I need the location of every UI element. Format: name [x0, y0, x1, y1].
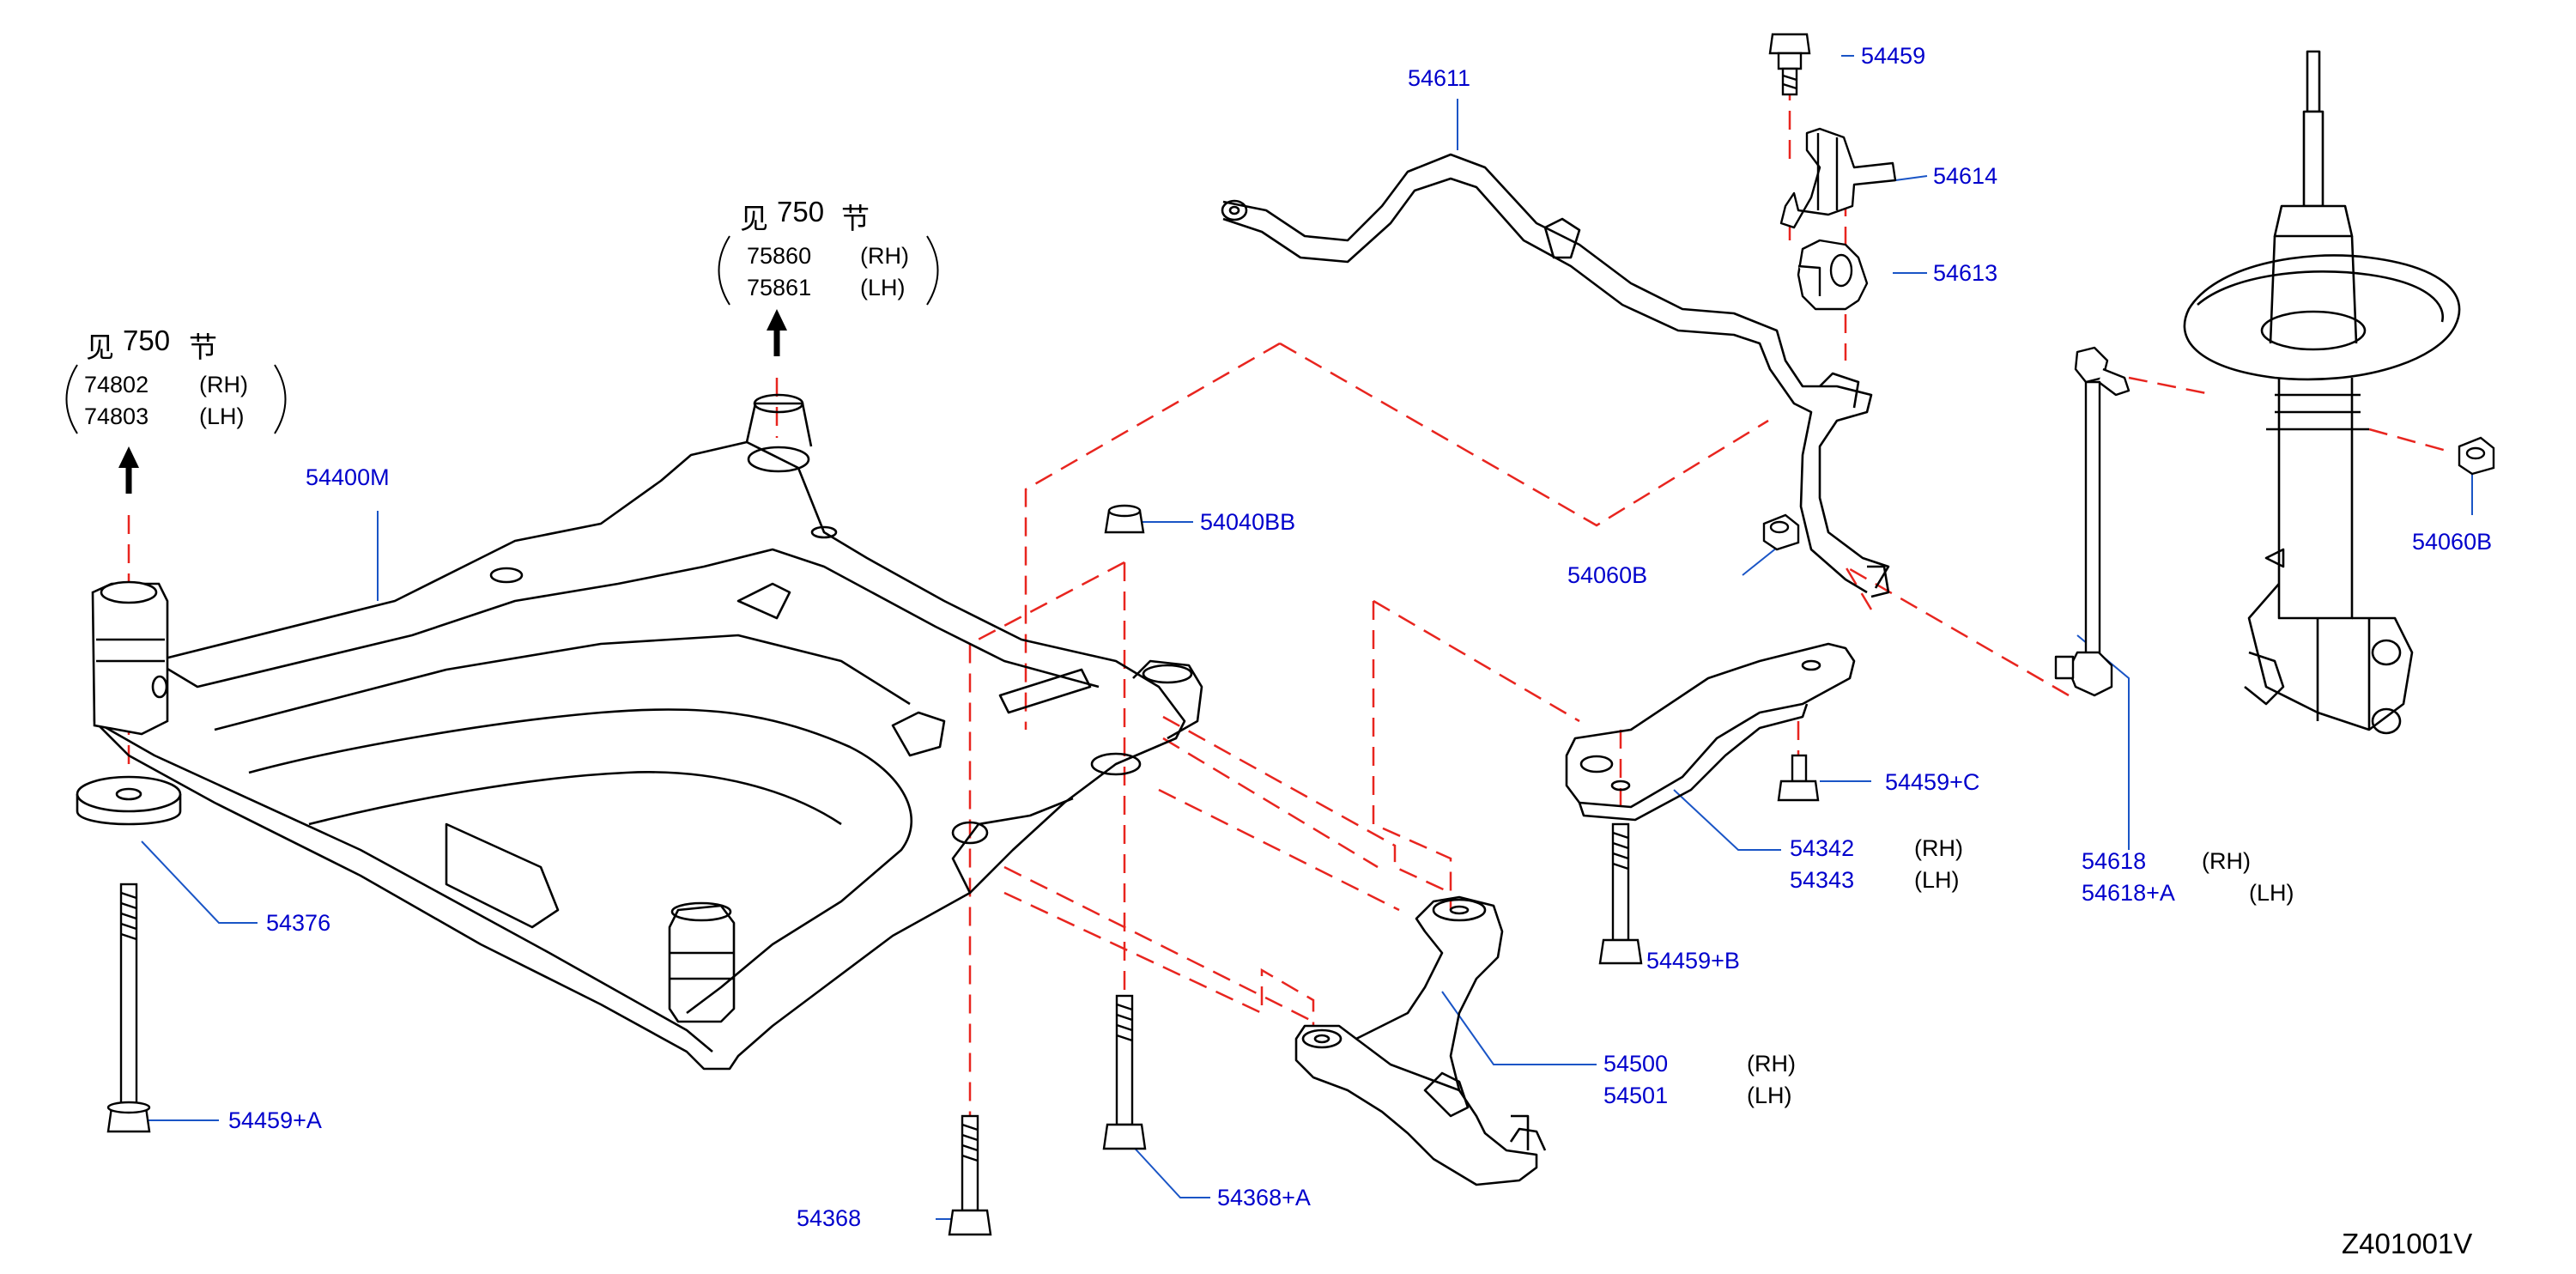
stabilizer-bar-54611 [1221, 153, 1890, 598]
ref-part-code: 75861 [747, 275, 812, 300]
callout-54040BB[interactable]: 54040BB [1200, 509, 1296, 535]
lower-arm-54500 [1294, 895, 1547, 1186]
ref-part-side: (RH) [199, 372, 248, 397]
callout-54459C[interactable]: 54459+C [1885, 769, 1980, 795]
washer-54376 [76, 775, 182, 826]
callout-54368A[interactable]: 54368+A [1217, 1185, 1311, 1210]
leader-lines [129, 55, 2473, 1220]
nut-54060B-right [2458, 436, 2495, 476]
ref-prefix: 见 [740, 203, 768, 234]
bushing-54613 [1797, 239, 1869, 311]
callout-54618[interactable]: 54618 [2082, 848, 2147, 874]
ref-part-code: 75860 [747, 243, 812, 269]
side-rh: (RH) [1747, 1051, 1796, 1077]
side-rh: (RH) [1914, 835, 1963, 861]
bracket-54614 [1779, 127, 1897, 229]
ref-brackets [65, 235, 939, 434]
callout-54500[interactable]: 54500 [1603, 1051, 1669, 1077]
side-rh: (RH) [2202, 848, 2251, 874]
ref-prefix: 见 [86, 331, 114, 363]
diagram-code: Z401001V [2342, 1228, 2473, 1259]
ref-part-side: (RH) [860, 243, 909, 269]
callout-54611[interactable]: 54611 [1408, 65, 1471, 91]
callout-54342[interactable]: 54342 [1790, 835, 1855, 861]
ref-part-side: (LH) [860, 275, 906, 300]
callout-54614[interactable]: 54614 [1933, 163, 1998, 189]
bolt-54368 [948, 1114, 992, 1236]
ref-suffix: 节 [841, 203, 870, 234]
ref-part-code: 74803 [84, 403, 149, 429]
ref-part-code: 74802 [84, 372, 149, 397]
ref-section-number: 750 [777, 196, 825, 228]
callout-54459B[interactable]: 54459+B [1646, 948, 1740, 974]
callout-54400M[interactable]: 54400M [306, 464, 390, 490]
ref-suffix: 节 [189, 331, 217, 363]
bolt-54368A [1102, 994, 1147, 1150]
side-lh: (LH) [1914, 867, 1960, 893]
callout-54060B-right[interactable]: 54060B [2412, 529, 2493, 555]
side-lh: (LH) [1747, 1083, 1792, 1108]
callout-54060B-center[interactable]: 54060B [1567, 562, 1648, 588]
subframe-front-mount [91, 580, 169, 736]
ref-section-number: 750 [123, 325, 171, 356]
stabilizer-link-54618 [2054, 346, 2131, 697]
side-lh: (LH) [2249, 880, 2294, 906]
assembly-dash-lines [127, 77, 2447, 1116]
strut-assembly [2183, 50, 2461, 735]
nut-54040BB [1104, 504, 1145, 534]
callout-54618A[interactable]: 54618+A [2082, 880, 2175, 906]
callout-54376[interactable]: 54376 [266, 910, 331, 936]
callout-54613[interactable]: 54613 [1933, 260, 1998, 286]
subframe-crossmember [93, 393, 1203, 1071]
bolt-54459C [1777, 754, 1820, 802]
ref-part-side: (LH) [199, 403, 245, 429]
callout-54343[interactable]: 54343 [1790, 867, 1855, 893]
bolt-54459 [1768, 33, 1811, 96]
reference-arrows [118, 309, 787, 494]
tension-rod-54342 [1565, 642, 1856, 822]
nut-54060B-center [1762, 513, 1800, 551]
bolt-54459A [106, 883, 151, 1133]
callout-54501[interactable]: 54501 [1603, 1083, 1669, 1108]
callout-54368[interactable]: 54368 [797, 1205, 862, 1231]
callout-54459[interactable]: 54459 [1861, 43, 1926, 69]
bolt-54459B [1598, 822, 1643, 965]
callout-54459A[interactable]: 54459+A [228, 1107, 322, 1133]
